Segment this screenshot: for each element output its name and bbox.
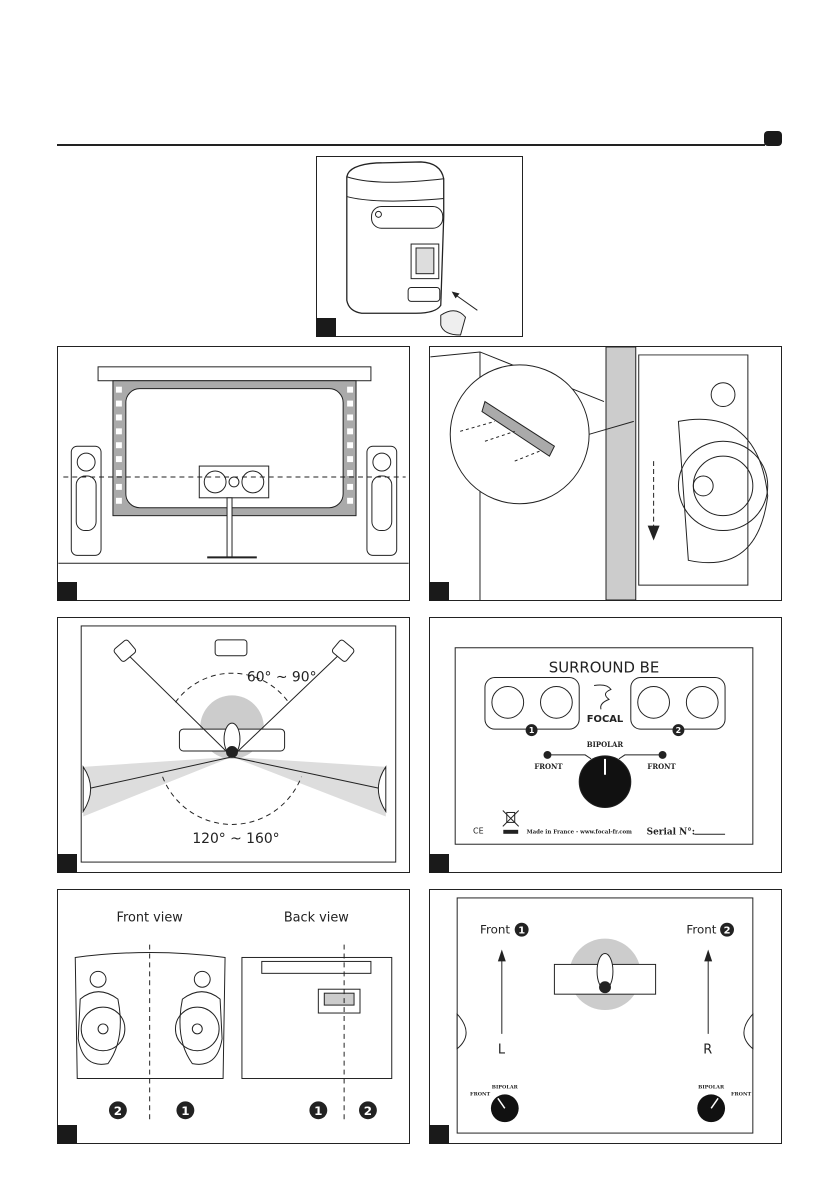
front-2-label: Front [686, 923, 716, 937]
speaker-with-foot-icon [317, 157, 522, 336]
made-in-france: Made in France - www.focal-fr.com [527, 829, 633, 835]
front-view-title: Front view [117, 911, 183, 926]
back-view-numbers: 1 2 [309, 1101, 376, 1119]
figure-tag [57, 1125, 77, 1144]
back-view-title: Back view [284, 911, 349, 926]
front-1-num: 1 [518, 926, 525, 937]
svg-text:1: 1 [314, 1104, 322, 1118]
rear-panel-label: SURROUND BE FOCAL 1 2 BIPOLAR FRONT FRON… [430, 618, 781, 872]
label-title: SURROUND BE [549, 659, 660, 677]
figure-tag [57, 582, 77, 601]
header-rule [57, 144, 765, 146]
figure-wall-mount [429, 346, 782, 601]
left-label: L [498, 1043, 506, 1058]
figure-tag [57, 854, 77, 873]
ce-mark: CE [473, 826, 484, 835]
page-badge [764, 131, 782, 146]
right-label: R [703, 1043, 712, 1058]
left-switch-bipolar: BIPOLAR [492, 1084, 519, 1090]
figure-surround-angles: 60° ~ 90° 120° ~ 160° [57, 617, 410, 873]
figure-tag [429, 582, 449, 601]
serial-label: Serial N°: [647, 827, 695, 837]
svg-text:2: 2 [114, 1104, 122, 1118]
right-switch-front: FRONT [731, 1091, 751, 1097]
figure-orientation: Front 1 Front 2 L R BIPOLAR FRONT BIPOLA… [429, 889, 782, 1144]
group-2-num: 2 [676, 726, 682, 735]
group-1-num: 1 [529, 726, 535, 735]
screen-and-speakers-icon [58, 347, 409, 600]
angle-rear-label: 120° ~ 160° [192, 831, 279, 847]
figure-install-foot [316, 156, 523, 337]
figure-tag [429, 1125, 449, 1144]
angle-front-label: 60° ~ 90° [247, 670, 317, 686]
figure-front-back-views: Front view Back view 2 1 1 2 [57, 889, 410, 1144]
left-switch-front: FRONT [470, 1091, 490, 1097]
switch-front-1: FRONT [534, 762, 563, 771]
svg-text:1: 1 [181, 1104, 189, 1118]
brand-logo-text: FOCAL [587, 714, 624, 725]
figure-tag [316, 318, 336, 337]
figure-tag [429, 854, 449, 873]
figure-front-layout [57, 346, 410, 601]
svg-text:2: 2 [364, 1104, 372, 1118]
listening-angles-diagram: 60° ~ 90° 120° ~ 160° [58, 618, 409, 872]
switch-bipolar: BIPOLAR [587, 740, 624, 749]
right-switch-bipolar: BIPOLAR [698, 1084, 725, 1090]
front-view-numbers: 2 1 [109, 1101, 194, 1119]
orientation-diagram: Front 1 Front 2 L R BIPOLAR FRONT BIPOLA… [430, 890, 781, 1143]
switch-front-2: FRONT [647, 762, 676, 771]
front-1-label: Front [480, 923, 510, 937]
front-back-views-diagram: Front view Back view 2 1 1 2 [58, 890, 409, 1143]
figure-rear-label: SURROUND BE FOCAL 1 2 BIPOLAR FRONT FRON… [429, 617, 782, 873]
wall-bracket-icon [430, 347, 781, 600]
front-2-num: 2 [724, 926, 731, 937]
